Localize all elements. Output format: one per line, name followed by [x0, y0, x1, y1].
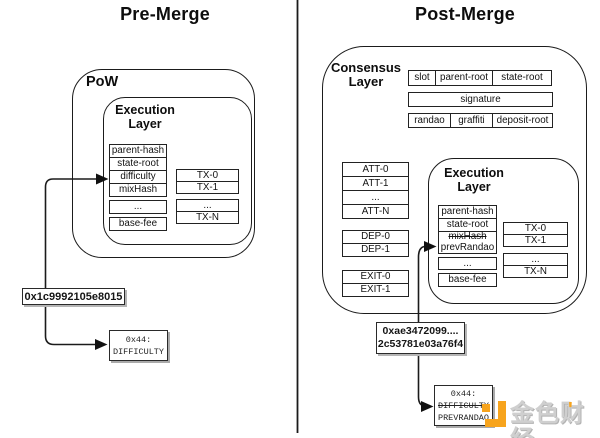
post-storage-old-slot: DIFFICULTY [437, 400, 489, 411]
pow-container-box [72, 69, 255, 258]
post-execution-label-line1: Execution [444, 166, 504, 180]
post-storage-address: 0x44: [450, 388, 477, 399]
post-randao-hash-line1: 0xae3472099.... [382, 325, 459, 337]
beacon-parent-root: parent-root [435, 70, 493, 86]
beacon-state-root: state-root [492, 70, 552, 86]
beacon-signature: signature [408, 92, 553, 107]
beacon-header-row: slot parent-root state-root [408, 70, 552, 86]
field-base-fee: base-fee [438, 273, 497, 287]
post-randao-hash-box: 0xae3472099.... 2c53781e03a76f4 [376, 322, 465, 354]
pre-difficulty-hash-value: 0x1c9992105e8015 [24, 290, 123, 303]
field-ellipsis: ... [438, 257, 497, 270]
consensus-label-line1: Consensus [330, 60, 402, 75]
beacon-second-row: randao graffiti deposit-root [408, 113, 553, 128]
watermark-accent-tick: ' [568, 399, 573, 422]
pre-header-fields: parent-hash state-root difficulty mixHas… [109, 144, 167, 231]
post-merge-title: Post-Merge [414, 4, 515, 24]
post-storage-new-slot: PREVRANDAO [437, 412, 489, 423]
field-state-root: state-root [438, 218, 497, 232]
consensus-layer-box [322, 46, 587, 314]
field-parent-hash: parent-hash [109, 144, 167, 158]
jinse-finance-watermark: 金色财经 [510, 401, 600, 438]
field-difficulty: difficulty [109, 170, 167, 184]
logo-square-piece [482, 404, 490, 412]
field-state-root: state-root [109, 157, 167, 171]
tx-row: TX-N [503, 265, 568, 278]
att-row: ATT-0 [342, 162, 409, 177]
consensus-label-line2: Layer [348, 74, 384, 89]
post-tx-list: TX-0 TX-1 ... TX-N [503, 222, 568, 278]
arrowhead-into-post-storage-box [421, 401, 434, 412]
field-mixhash-strikethrough: mixHash [448, 231, 487, 242]
arrowhead-into-pre-storage-box [95, 339, 108, 350]
tx-row: TX-N [176, 211, 239, 224]
beacon-graffiti: graffiti [450, 113, 493, 128]
pre-execution-label-line1: Execution [115, 103, 175, 117]
pre-difficulty-hash-box: 0x1c9992105e8015 [22, 288, 125, 305]
beacon-deposit-root: deposit-root [492, 113, 553, 128]
attestation-list: ATT-0 ATT-1 ... ATT-N [342, 162, 409, 219]
field-mixhash: mixHash [109, 183, 167, 197]
consensus-layer-label: Consensus Layer [330, 61, 402, 89]
field-ellipsis: ... [109, 200, 167, 214]
watermark-text: 金色财经 [510, 400, 585, 438]
exit-row: EXIT-0 [342, 270, 409, 284]
beacon-slot: slot [408, 70, 436, 86]
att-row: ... [342, 190, 409, 205]
pre-execution-layer-label: Execution Layer [109, 103, 181, 131]
att-row: ATT-N [342, 204, 409, 219]
post-execution-label-line2: Layer [457, 180, 491, 194]
logo-vertical-piece [498, 401, 506, 427]
field-parent-hash: parent-hash [438, 205, 497, 219]
pre-storage-slot-name: DIFFICULTY [112, 346, 164, 357]
dep-row: DEP-0 [342, 230, 409, 244]
post-randao-hash-line2: 2c53781e03a76f4 [377, 338, 464, 350]
field-base-fee: base-fee [109, 217, 167, 231]
pre-tx-list: TX-0 TX-1 ... TX-N [176, 169, 239, 224]
pre-execution-layer-box [103, 97, 252, 245]
jinse-finance-logo-icon [482, 401, 506, 427]
pre-merge-title: Pre-Merge [120, 4, 210, 24]
post-execution-layer-label: Execution Layer [438, 166, 510, 194]
tx-row: TX-1 [176, 181, 239, 194]
watermark-accent-glyph: ' [568, 399, 573, 421]
exit-list: EXIT-0 EXIT-1 [342, 270, 409, 297]
tx-row: TX-1 [503, 234, 568, 247]
beacon-randao: randao [408, 113, 451, 128]
logo-horizontal-piece [485, 419, 506, 427]
pow-label: PoW [86, 74, 119, 90]
dep-row: DEP-1 [342, 243, 409, 257]
field-mixhash-prevrandao: mixHash prevRandao [438, 231, 497, 254]
exit-row: EXIT-1 [342, 283, 409, 297]
post-execution-layer-box [428, 158, 579, 304]
post-header-fields: parent-hash state-root mixHash prevRanda… [438, 205, 497, 287]
deposit-list: DEP-0 DEP-1 [342, 230, 409, 257]
pre-execution-label-line2: Layer [128, 117, 162, 131]
field-prevrandao: prevRandao [440, 241, 495, 253]
pre-storage-slot-box: 0x44: DIFFICULTY [109, 330, 168, 361]
pre-storage-address: 0x44: [125, 334, 152, 345]
att-row: ATT-1 [342, 176, 409, 191]
